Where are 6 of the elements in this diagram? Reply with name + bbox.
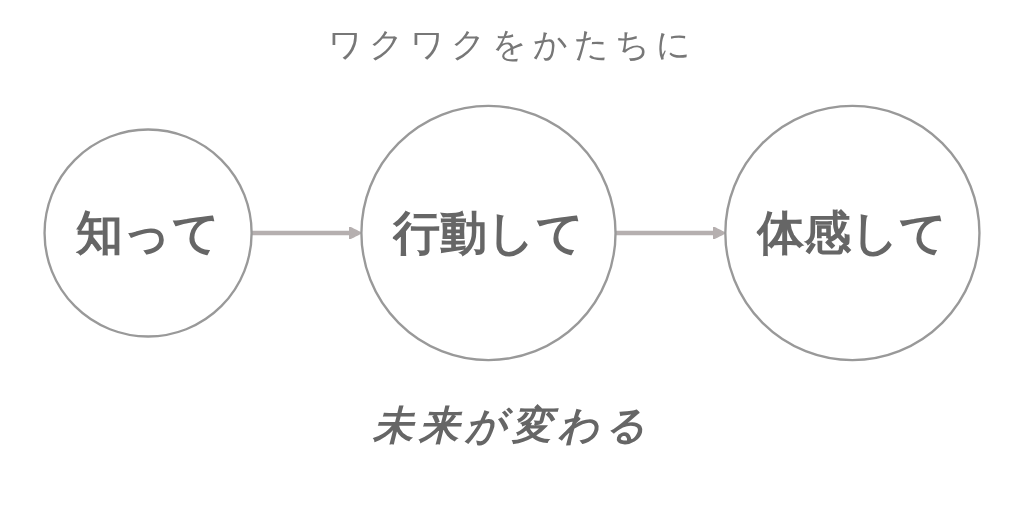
arrow xyxy=(615,226,726,240)
node-circle: 知って xyxy=(43,128,253,338)
node-circle: 行動して xyxy=(360,104,617,362)
caption: 未来が変わる xyxy=(372,401,652,450)
title: ワクワクをかたちに xyxy=(327,23,697,66)
node-circle: 体感して xyxy=(724,104,981,362)
